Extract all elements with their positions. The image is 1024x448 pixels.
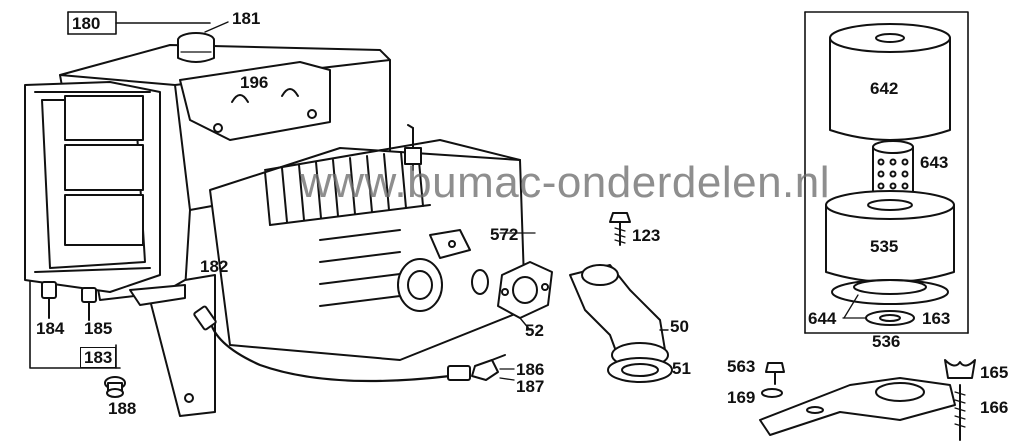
- leader-lines: [499, 232, 867, 381]
- label-188: 188: [108, 399, 137, 418]
- bracket-plate: [759, 377, 956, 436]
- label-182: 182: [200, 257, 229, 276]
- fuel-line: [193, 305, 506, 383]
- label-180: 180: [72, 14, 101, 33]
- tank-frame: [24, 81, 161, 293]
- bolt-563: [765, 362, 785, 385]
- label-163: 163: [922, 309, 951, 328]
- stud-166: [954, 384, 966, 441]
- label-572: 572: [490, 225, 519, 244]
- label-51: 51: [672, 359, 691, 378]
- label-186: 186: [516, 360, 545, 379]
- label-535: 535: [870, 237, 899, 256]
- label-642: 642: [870, 79, 899, 98]
- fuel-cap: [177, 21, 229, 63]
- label-187: 187: [516, 377, 545, 396]
- wing-nut-165: [944, 359, 976, 379]
- fitting-188: [104, 376, 126, 398]
- filter-cover-642: [829, 23, 951, 141]
- label-536: 536: [872, 332, 901, 351]
- base-644: [831, 279, 949, 305]
- label-183: 183: [80, 347, 117, 368]
- washer-169: [761, 388, 783, 398]
- label-184: 184: [36, 319, 65, 338]
- gasket-51: [607, 357, 673, 383]
- label-165: 165: [980, 363, 1009, 382]
- label-644: 644: [808, 309, 837, 328]
- label-196: 196: [240, 73, 269, 92]
- cylinder-block: [209, 124, 526, 361]
- screw-123: [609, 212, 631, 246]
- label-52: 52: [525, 321, 544, 340]
- label-643: 643: [920, 153, 949, 172]
- label-185: 185: [84, 319, 113, 338]
- label-181: 181: [232, 9, 261, 28]
- label-123: 123: [632, 226, 661, 245]
- mounting-bracket: [129, 274, 216, 417]
- label-166: 166: [980, 398, 1009, 417]
- washer-163: [865, 310, 915, 326]
- label-50: 50: [670, 317, 689, 336]
- air-filter-frame: [804, 11, 969, 334]
- screws-184-185: [41, 281, 97, 321]
- label-563: 563: [727, 357, 756, 376]
- label-169: 169: [727, 388, 756, 407]
- intake-elbow: [569, 264, 669, 368]
- intake-gasket: [471, 261, 553, 331]
- watermark: www.bumac-onderdelen.nl: [300, 158, 831, 207]
